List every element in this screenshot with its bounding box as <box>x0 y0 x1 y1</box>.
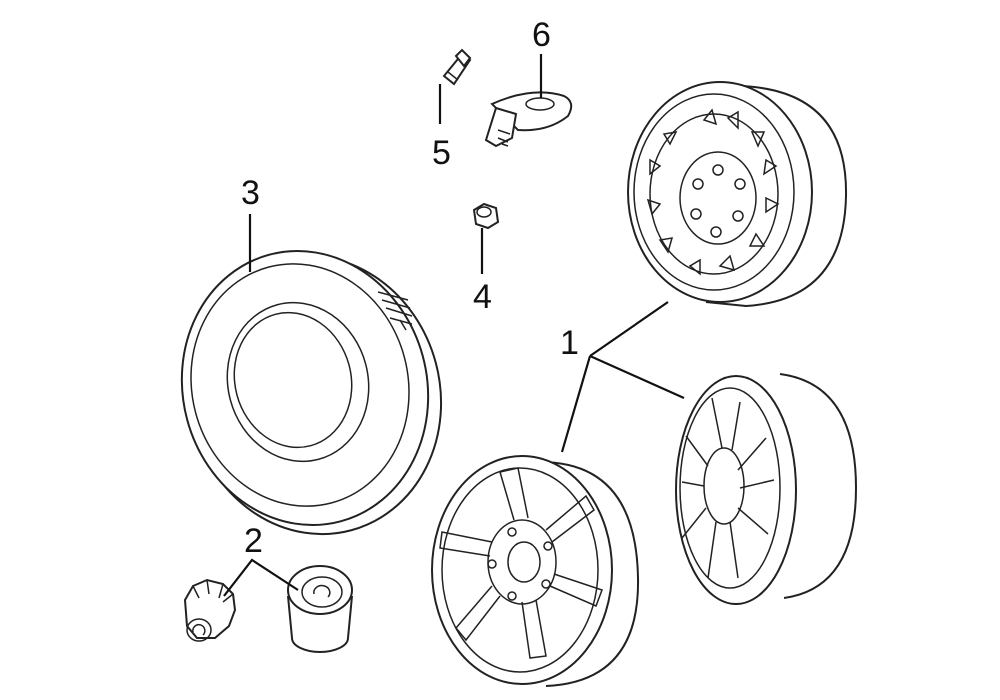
callout-4: 4 <box>473 278 492 316</box>
alloy-wheel-front-spokes <box>439 467 603 659</box>
alloy-wheel-right-spokes <box>681 397 775 579</box>
steel-wheel-vents <box>646 108 780 276</box>
leader-line-1c <box>560 355 592 453</box>
leader-line-1b <box>589 354 685 400</box>
callout-2: 2 <box>244 522 263 560</box>
leader-lines <box>223 54 685 597</box>
steel-wheel-part[interactable] <box>627 81 848 308</box>
center-cap-part-a[interactable] <box>183 578 237 642</box>
callout-1: 1 <box>560 324 579 362</box>
center-cap-part-b[interactable] <box>287 565 353 653</box>
valve-stem-part[interactable] <box>442 48 472 86</box>
callout-labels: 6 5 3 4 1 2 <box>241 16 579 560</box>
callout-6: 6 <box>532 16 551 54</box>
callout-5: 5 <box>432 134 451 172</box>
leader-line-2 <box>223 558 299 597</box>
alloy-wheel-front-lug-holes <box>487 527 553 601</box>
tire-sidewall-marking <box>377 291 413 331</box>
alloy-wheel-right-part[interactable] <box>675 373 858 605</box>
tpms-sensor-part[interactable] <box>484 91 573 148</box>
callout-3: 3 <box>241 174 260 212</box>
alloy-wheel-front-part[interactable] <box>431 455 640 687</box>
lug-nut-part[interactable] <box>472 202 500 230</box>
steel-wheel-lug-holes <box>690 164 746 238</box>
tire-part[interactable] <box>151 223 472 562</box>
leader-line-1a <box>589 301 669 357</box>
